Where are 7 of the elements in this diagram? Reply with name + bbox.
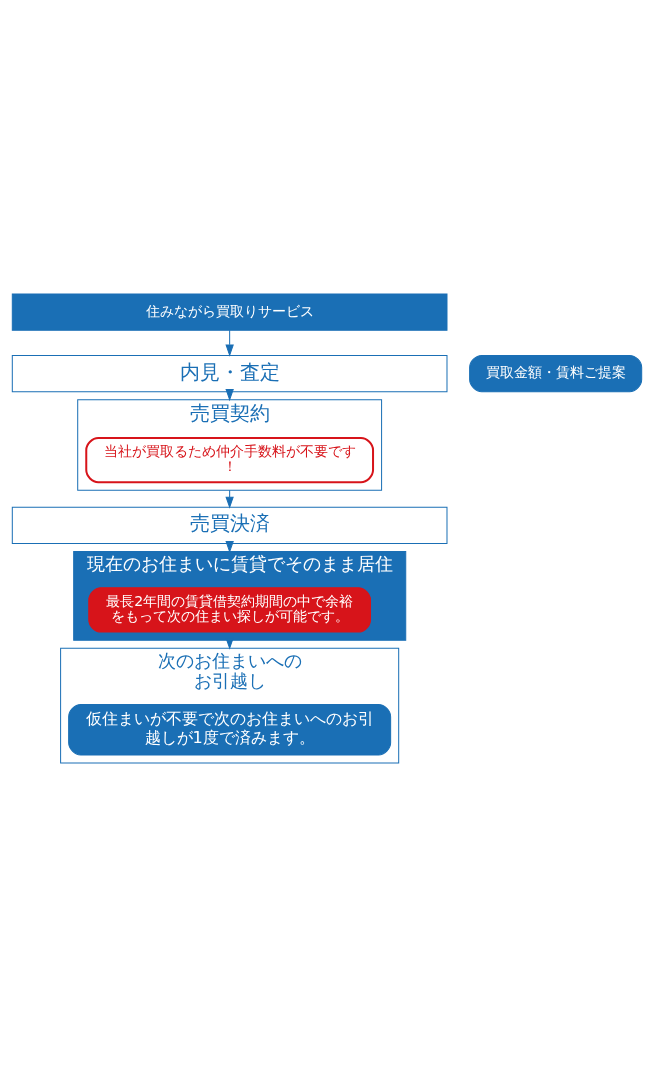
node-box: 買取金額・賃料ご提案 <box>469 354 643 393</box>
node-box: 最長2年間の賃貸借契約期間の中で余裕をもって次の住まい探しが可能です。 <box>88 587 372 633</box>
arrow <box>225 329 234 357</box>
node-box: 住みながら買取りサービス <box>11 293 448 331</box>
node-box: 当社が買取るため仲介手数料が不要です！ <box>85 436 375 484</box>
arrow <box>225 489 234 509</box>
node-box: 仮住まいが不要で次のお住まいへのお引越しが1度で済みます。 <box>68 704 392 756</box>
